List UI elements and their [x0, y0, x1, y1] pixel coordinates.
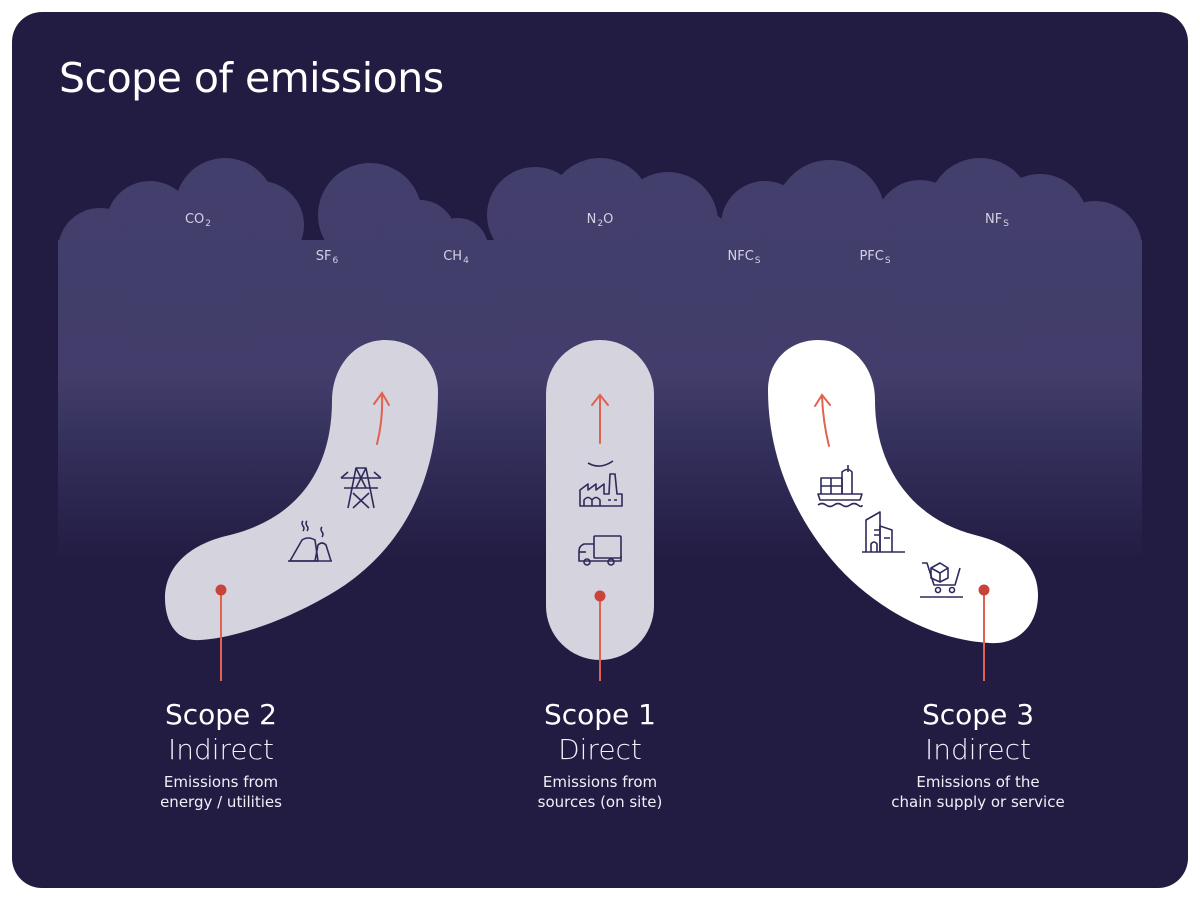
shopping-cart-icon — [920, 562, 963, 598]
cargo-ship-icon — [817, 465, 863, 508]
scope-2-dot — [215, 584, 227, 596]
scope-3-description: Emissions of the chain supply or service — [891, 773, 1065, 811]
scene-graphic — [58, 158, 1142, 681]
gas-label-nfs: NFS — [985, 212, 1009, 229]
scope-3-label: Scope 3 Indirect Emissions of the chain … — [891, 698, 1064, 812]
gas-label-nfcs: NFCS — [727, 249, 761, 266]
power-line-tower-icon — [340, 467, 382, 509]
scope-2-description: Emissions from energy / utilities — [160, 773, 282, 811]
scope-2-name: Scope 2 — [164, 698, 277, 731]
gas-label-pfcs: PFCS — [859, 249, 891, 266]
gas-label-sf6: SF6 — [315, 249, 339, 266]
cloud-band — [58, 158, 1142, 570]
scope-3-name: Scope 3 — [921, 698, 1035, 731]
scope-3-shape — [768, 340, 1038, 644]
scope-2-shape — [165, 340, 438, 641]
emissions-infographic-card: Scope of emissions CO2 SF6 CH4 N2O NFCS … — [12, 12, 1188, 888]
truck-icon — [578, 535, 622, 566]
scope-3-kind: Indirect — [924, 733, 1032, 766]
scope-1-name: Scope 1 — [543, 698, 656, 731]
scope-1-kind: Direct — [558, 733, 642, 766]
gas-label-ch4: CH4 — [443, 249, 469, 266]
up-arrow-icon — [814, 393, 831, 447]
scope-3-dot — [978, 584, 990, 596]
up-arrow-icon — [373, 391, 390, 445]
scope-2-label: Scope 2 Indirect Emissions from energy /… — [160, 698, 282, 812]
scope-1-description: Emissions from sources (on site) — [537, 773, 663, 811]
factory-icon — [579, 460, 623, 507]
scope-2-kind: Indirect — [167, 733, 275, 766]
power-plant-icon — [288, 520, 332, 562]
office-buildings-icon — [862, 511, 905, 553]
scope-1-dot — [594, 590, 606, 602]
gas-label-co2: CO2 — [184, 212, 212, 229]
scope-1-label: Scope 1 Direct Emissions from sources (o… — [538, 698, 663, 812]
up-arrow-icon — [591, 393, 609, 444]
page-title: Scope of emissions — [59, 54, 444, 102]
gas-label-n2o: N2O — [586, 212, 614, 229]
